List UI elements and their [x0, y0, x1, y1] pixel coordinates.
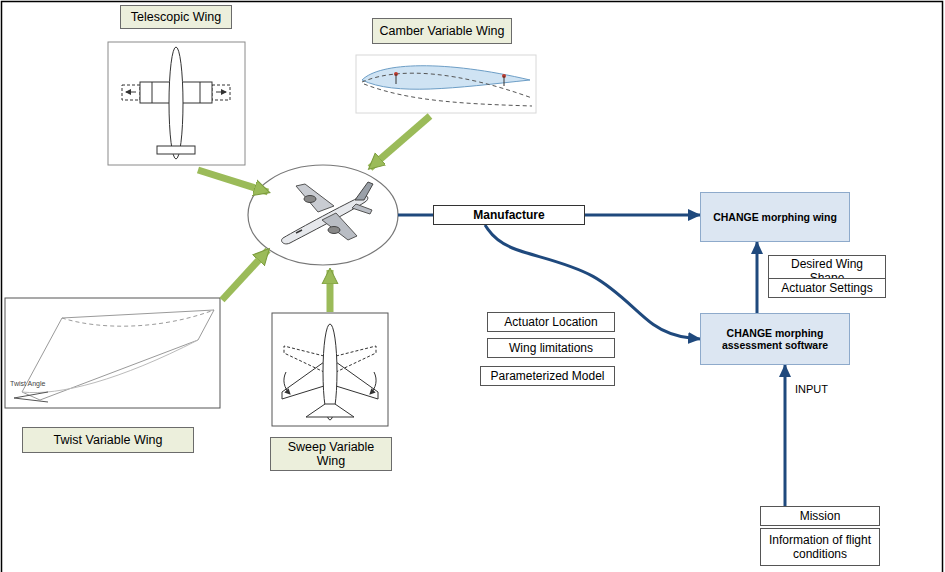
process-box: CHANGE morphing wing	[700, 192, 850, 242]
flow-connector	[756, 242, 759, 313]
node-text: Sweep Variable Wing	[277, 440, 385, 468]
node-text: Wing limitations	[509, 341, 593, 355]
flow-connector	[585, 214, 700, 217]
output-box: Actuator Settings	[768, 278, 886, 298]
process-box: CHANGE morphing assessment software	[700, 313, 850, 365]
manufacture-line	[398, 214, 433, 217]
twist-wing-picture	[5, 298, 220, 408]
input-box: Parameterized Model	[480, 366, 615, 386]
wing-type-label: Telescopic Wing	[120, 5, 232, 29]
telescopic-wing-picture	[108, 42, 245, 165]
input-box: Mission	[760, 506, 880, 526]
node-text: CHANGE morphing wing	[713, 211, 837, 223]
wing-type-label: Sweep Variable Wing	[270, 437, 392, 471]
node-text: Parameterized Model	[490, 369, 604, 383]
node-text: Camber Variable Wing	[380, 24, 505, 38]
node-text: Information of flight conditions	[766, 533, 874, 561]
node-text: Twist Variable Wing	[54, 433, 163, 447]
node-text: Mission	[800, 509, 841, 523]
flow-connector	[485, 225, 700, 339]
process-label-box: Manufacture	[433, 205, 585, 225]
input-box: Information of flight conditions	[760, 528, 880, 566]
node-text: CHANGE morphing assessment software	[707, 327, 843, 351]
node-text: Telescopic Wing	[131, 10, 221, 24]
aircraft-ellipse	[248, 165, 398, 265]
contribution-arrows	[198, 116, 430, 312]
wing-type-label: Camber Variable Wing	[372, 18, 512, 44]
node-text: Actuator Location	[504, 315, 597, 329]
input-box: Actuator Location	[487, 312, 615, 332]
node-text: Actuator Settings	[781, 281, 872, 295]
input-box: Wing limitations	[487, 338, 615, 358]
flow-label: INPUT	[795, 383, 828, 395]
angle-label: Twist Angle	[10, 380, 45, 387]
camber-wing-picture	[356, 55, 536, 113]
flow-connector	[784, 365, 787, 506]
wing-type-label: Twist Variable Wing	[22, 427, 194, 453]
sweep-wing-picture	[272, 313, 388, 426]
node-text: Manufacture	[473, 208, 544, 222]
